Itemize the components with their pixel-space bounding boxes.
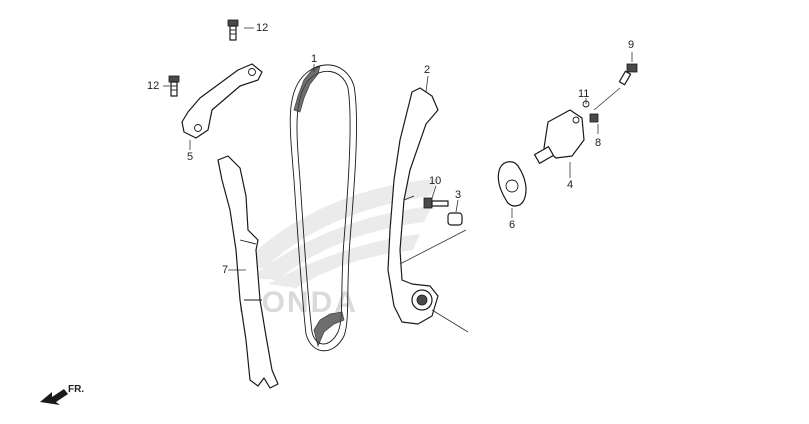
bolt-part-10 bbox=[423, 197, 449, 209]
callout-7: 7 bbox=[222, 264, 228, 276]
callout-labels: 12 12 5 7 1 2 3 10 6 4 8 11 9 bbox=[147, 22, 634, 276]
tensioner-arm-part-2 bbox=[387, 87, 439, 325]
callout-12-upper: 12 bbox=[256, 22, 268, 34]
bolt-12-left bbox=[168, 75, 180, 97]
callout-3: 3 bbox=[455, 189, 461, 201]
callout-12-left: 12 bbox=[147, 80, 159, 92]
tensioner-lifter-part-4 bbox=[533, 109, 585, 164]
front-direction-indicator: FR. bbox=[40, 384, 84, 405]
callout-2: 2 bbox=[424, 64, 430, 76]
chain-guide-part-7 bbox=[217, 155, 279, 389]
bracket-part-5 bbox=[181, 63, 263, 139]
callout-8: 8 bbox=[595, 137, 601, 149]
callout-6: 6 bbox=[509, 219, 515, 231]
callout-10: 10 bbox=[429, 175, 441, 187]
front-label: FR. bbox=[68, 384, 84, 395]
gasket-part-6 bbox=[497, 161, 527, 207]
callout-1: 1 bbox=[311, 53, 317, 65]
leader-lines bbox=[163, 27, 633, 333]
front-arrow-icon bbox=[40, 389, 68, 405]
callout-9: 9 bbox=[628, 39, 634, 51]
cam-chain-part-1 bbox=[289, 64, 357, 352]
bolt-part-8 bbox=[589, 113, 599, 123]
callout-4: 4 bbox=[567, 179, 573, 191]
collar-part-3 bbox=[447, 212, 463, 226]
callout-5: 5 bbox=[187, 151, 193, 163]
bolt-12-upper bbox=[227, 19, 239, 41]
callout-11: 11 bbox=[578, 88, 589, 100]
bolt-part-9 bbox=[618, 63, 638, 86]
